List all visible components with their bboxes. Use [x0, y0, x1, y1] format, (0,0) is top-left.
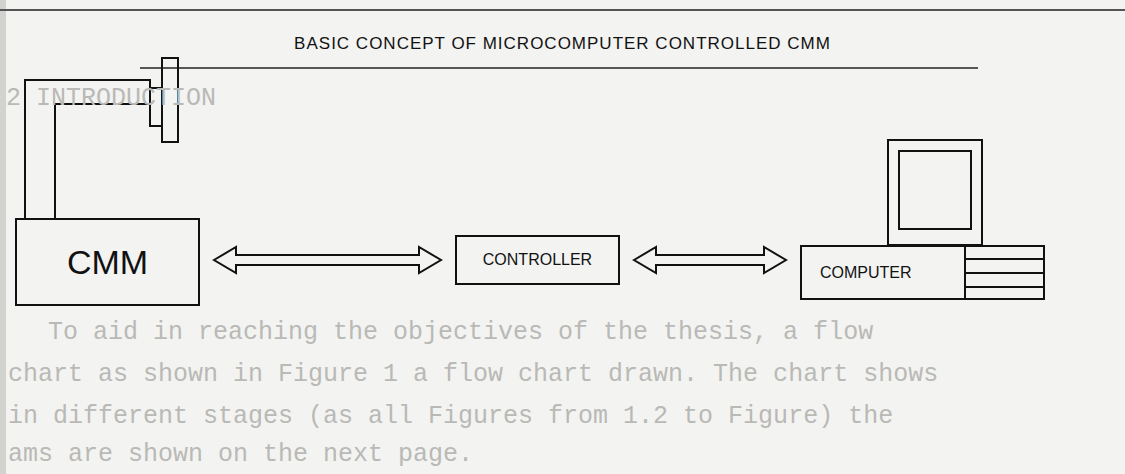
monitor-screen [899, 151, 971, 229]
node-label: CMM [67, 243, 148, 282]
title-underline [140, 67, 978, 69]
background-text: in different stages (as all Figures from… [8, 402, 893, 431]
page-edge [0, 0, 6, 474]
background-text: To aid in reaching the objectives of the… [48, 318, 873, 347]
drive-slot [965, 272, 1045, 274]
background-text: 2 INTRODUCTION [6, 84, 216, 113]
controller-box: CONTROLLER [455, 235, 620, 285]
cmm-machine [25, 58, 178, 218]
node-label: CONTROLLER [483, 251, 592, 269]
computer-box: COMPUTER [800, 245, 1045, 300]
drive-slot [965, 286, 1045, 288]
monitor [888, 140, 982, 245]
double-arrow [214, 247, 441, 273]
background-text: ams are shown on the next page. [8, 440, 473, 469]
background-text: chart as shown in Figure 1 a flow chart … [8, 360, 938, 389]
diagram-title: BASIC CONCEPT OF MICROCOMPUTER CONTROLLE… [0, 34, 1125, 54]
drive-slot [965, 258, 1045, 260]
node-label: COMPUTER [820, 264, 912, 282]
cmm-box: CMM [15, 218, 200, 306]
double-arrow [634, 247, 786, 273]
frame-line [0, 9, 1125, 11]
